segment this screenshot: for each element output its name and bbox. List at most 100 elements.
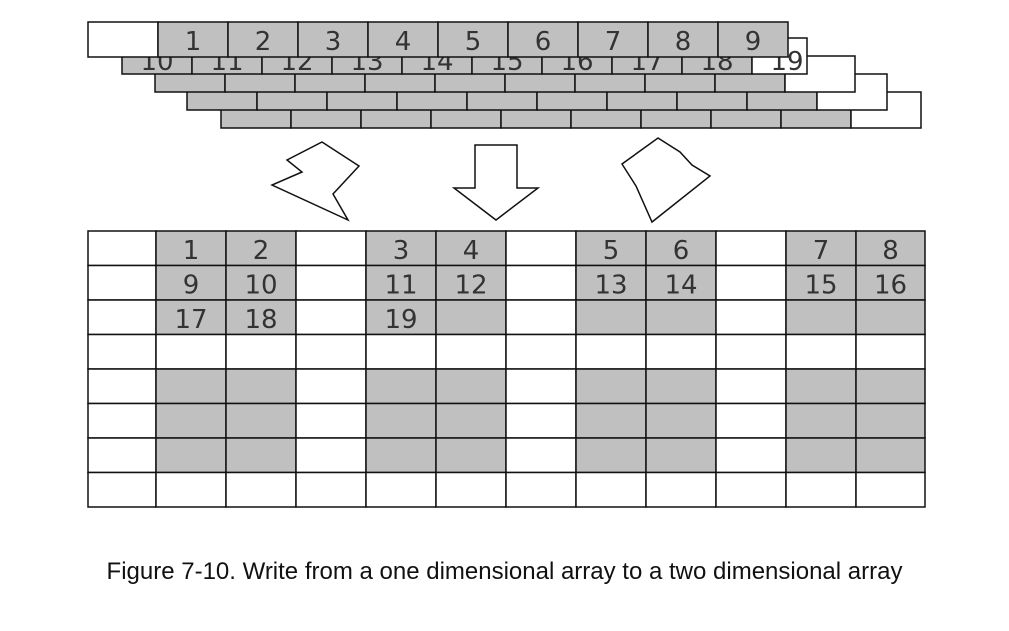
grid-cell-label: 6: [673, 236, 690, 266]
grid-cell: [155, 437, 227, 474]
grid-cell: [295, 264, 367, 301]
grid-cell: [715, 471, 787, 508]
grid-cell: [785, 299, 857, 336]
array-cell-label: 5: [465, 27, 482, 57]
grid-cell: [855, 471, 926, 508]
grid-cell-label: 9: [183, 271, 200, 301]
grid-cell: [645, 299, 717, 336]
grid-cell-label: 16: [874, 271, 907, 301]
grid-cell: [435, 368, 507, 405]
grid-cell: [365, 471, 437, 508]
grid-cell: [715, 230, 787, 267]
grid-cell: [715, 264, 787, 301]
grid-cell: [295, 402, 367, 439]
grid-cell: [575, 368, 647, 405]
grid-cell-label: 2: [253, 236, 270, 266]
grid-cell: [225, 402, 297, 439]
grid-cell: [365, 230, 437, 267]
array-cell-label: 1: [185, 27, 202, 57]
grid-cell: [155, 402, 227, 439]
grid-cell-label: 10: [244, 271, 277, 301]
grid-cell-label: 7: [813, 236, 830, 266]
grid-cell: [715, 368, 787, 405]
grid-cell: [225, 471, 297, 508]
grid-cell: [715, 333, 787, 370]
array-cell-empty: [87, 21, 159, 58]
grid-cell: [87, 333, 157, 370]
grid-cell: [87, 402, 157, 439]
grid-cell: [435, 471, 507, 508]
grid-cell-label: 18: [244, 305, 277, 335]
array-cell-label: 6: [535, 27, 552, 57]
array-cell-label: 4: [395, 27, 412, 57]
grid-cell: [505, 230, 577, 267]
arrow-left-icon: [270, 141, 361, 222]
grid-cell: [225, 264, 297, 301]
grid-cell: [785, 333, 857, 370]
grid-cell: [225, 230, 297, 267]
grid-cell: [295, 333, 367, 370]
grid-cell: [575, 299, 647, 336]
grid-cell-label: 15: [804, 271, 837, 301]
grid-cell: [855, 402, 926, 439]
grid-cell: [785, 230, 857, 267]
grid-cell: [295, 368, 367, 405]
grid-cell: [155, 333, 227, 370]
grid-cell: [155, 368, 227, 405]
grid-cell: [785, 368, 857, 405]
grid-cell: [225, 333, 297, 370]
grid-cell-label: 14: [664, 271, 697, 301]
grid-cell-label: 11: [384, 271, 417, 301]
grid-cell: [505, 299, 577, 336]
grid-cell: [435, 333, 507, 370]
grid-cell-label: 1: [183, 236, 200, 266]
grid-cell: [575, 264, 647, 301]
grid-cell-label: 5: [603, 236, 620, 266]
grid-cell-label: 3: [393, 236, 410, 266]
grid-cell: [645, 368, 717, 405]
array-cell: [367, 21, 439, 58]
grid-cell: [365, 402, 437, 439]
grid-cell: [715, 299, 787, 336]
array-cell: [227, 21, 299, 58]
grid-cell: [225, 437, 297, 474]
grid-cell: [505, 333, 577, 370]
grid-cell: [505, 264, 577, 301]
grid-cell: [645, 437, 717, 474]
grid-cell: [87, 368, 157, 405]
grid-cell: [295, 230, 367, 267]
grid-cell: [225, 368, 297, 405]
grid-cell: [365, 437, 437, 474]
grid-cell-label: 19: [384, 305, 417, 335]
grid-cell: [785, 402, 857, 439]
grid-cell: [855, 437, 926, 474]
figure-caption: Figure 7-10. Write from a one dimensiona…: [106, 558, 903, 585]
array-cell: [577, 21, 649, 58]
grid-cell: [87, 230, 157, 267]
grid-cell: [505, 368, 577, 405]
grid-cell: [435, 402, 507, 439]
array-cell-label: 9: [745, 27, 762, 57]
grid-cell: [855, 333, 926, 370]
array-cell: [647, 21, 719, 58]
grid-cell: [785, 471, 857, 508]
grid-cell: [645, 471, 717, 508]
array-cell-label: 8: [675, 27, 692, 57]
grid-cell: [365, 333, 437, 370]
array-cell-label: 2: [255, 27, 272, 57]
grid-cell: [855, 299, 926, 336]
grid-cell: [785, 437, 857, 474]
grid-cell: [575, 471, 647, 508]
grid-cell: [435, 230, 507, 267]
grid-cell: [575, 333, 647, 370]
grid-cell: [365, 368, 437, 405]
grid-cell: [645, 264, 717, 301]
grid-cell: [435, 299, 507, 336]
grid-cell-label: 8: [882, 236, 899, 266]
grid-cell: [365, 299, 437, 336]
grid-cell: [715, 437, 787, 474]
grid-cell-label: 13: [594, 271, 627, 301]
mapping-arrows: [270, 137, 712, 224]
